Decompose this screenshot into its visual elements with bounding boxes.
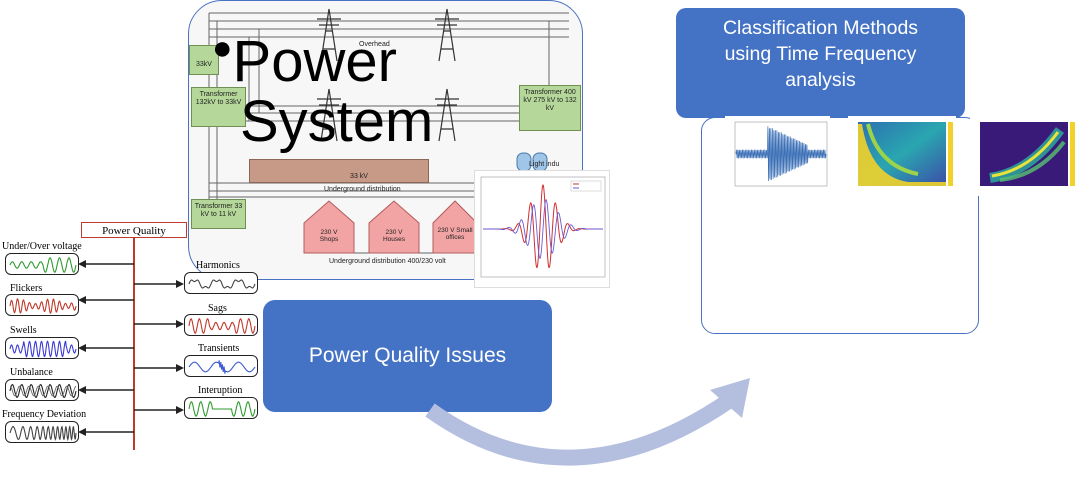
transformer-33-11-label: Transformer 33 kV to 11 kV [194,203,243,218]
top-left-box: 33kV [189,45,219,75]
house-label-houses: 230 V Houses [382,229,406,243]
wave-harmonics [184,272,258,294]
transformer-right-box: Transformer 400 kV 275 kV to 132 kV [519,85,581,131]
classification-line1: Classification Methods [722,17,919,39]
pq-label-sags: Sags [208,303,227,314]
classification-methods-callout: Classification Methods using Time Freque… [676,8,965,118]
power-quality-issues-callout: Power Quality Issues [263,300,552,412]
pq-label-under-over-voltage: Under/Over voltage [2,241,82,252]
light-industry-label: Light indu [529,161,560,168]
power-system-diagram: 33kV Transformer 132kV to 33kV Transform… [188,0,583,280]
house-icons [303,200,478,254]
tf-scalogram-svg [980,122,1075,186]
tf-spectrogram-plot [848,116,956,196]
pq-label-unbalance: Unbalance [10,367,53,378]
house-label-offices: 230 V Small offices [437,227,473,241]
pq-label-frequency-deviation: Frequency Deviation [2,409,87,420]
wave-unbalance [5,379,79,401]
wave-sags [184,314,258,336]
tf-scalogram-plot [970,116,1078,196]
house-label-shops: 230 V Shops [319,229,339,243]
wavelet-plot [474,170,610,288]
pq-label-flickers: Flickers [10,283,43,294]
tf-signal-plot [725,116,830,196]
pylon-icons [317,8,459,142]
transformer-right-label: Transformer 400 kV 275 kV to 132 kV [523,89,577,112]
tf-signal-svg [734,121,828,187]
wave-frequency-deviation [5,421,79,443]
power-system-title-line2: System [240,89,434,154]
bullet-icon: ● [212,29,233,67]
top-left-box-label: 33kV [196,61,212,68]
substation-box: 33 kV [249,159,429,183]
wave-swells [5,337,79,359]
tf-spectrogram-svg [858,122,953,186]
power-quality-tree [78,238,184,450]
substation-label: 33 kV [350,173,368,180]
pq-label-swells: Swells [10,325,37,336]
curved-arrow-icon [425,378,750,466]
pq-label-harmonics: Harmonics [196,260,240,271]
classification-line3: analysis [785,69,856,91]
grid-lines [208,8,569,254]
transformer-33-11-box: Transformer 33 kV to 11 kV [191,199,246,229]
wave-under-over-voltage [5,253,79,275]
transformer-132-33-label: Transformer 132kV to 33kV [195,91,242,106]
underground-low-label: Underground distribution 400/230 volt [329,258,446,265]
pq-label-interuption: Interuption [198,385,243,396]
power-system-title-line1: Power [232,29,397,94]
transformer-132-33-box: Transformer 132kV to 33kV [191,87,246,127]
wave-flickers [5,294,79,316]
classification-line2: using Time Frequency [724,43,917,65]
wave-interuption [184,397,258,419]
overhead-label: Overhead [359,41,390,48]
power-quality-root: Power Quality [81,222,187,238]
underground-label: Underground distribution [324,186,401,193]
wavelet-plot-svg [480,176,606,278]
wave-transients [184,355,258,377]
pq-label-transients: Transients [198,343,240,354]
light-industry-icon [516,152,548,172]
power-system-title: ●Power System [212,18,433,152]
